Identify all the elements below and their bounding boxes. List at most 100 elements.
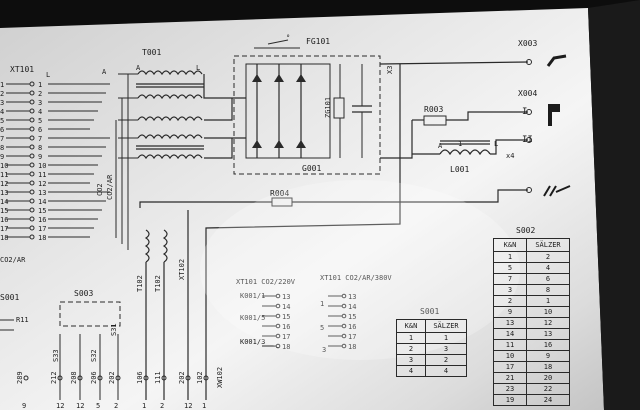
co2-terminal [341,323,347,329]
table-cell: 9 [493,306,527,318]
co2-terminal [275,343,281,349]
table-cell: 3 [425,343,467,355]
svg-text:A: A [136,64,141,72]
xt101-terminal-number: 1 [38,81,42,89]
svg-text:S31: S31 [110,323,118,336]
xt101-terminal [29,135,35,141]
xt101-terminal [29,162,35,168]
svg-text:R11: R11 [16,316,29,324]
table-cell: 2 [526,251,570,263]
bottom-terminal [161,375,167,381]
co2-terminal-groups: XT101 CO2/220V XT101 CO2/AR/380V K001/1 … [236,274,392,354]
xt101-terminal-number: 15 [38,207,46,215]
table-cell: 2 [493,295,527,307]
table-cell: 3 [396,354,426,366]
bottom-pin-number: 12 [76,402,84,410]
paper-sheet [0,8,604,410]
xt101-terminal-number: 7 [38,135,42,143]
table-cell: 2 [396,343,426,355]
bottom-wire-number: 206 [90,371,98,384]
xt101-terminal [29,144,35,150]
svg-text:CO2: CO2 [96,183,104,196]
table-cell: 17 [493,361,527,373]
xt101-left-number: 5 [0,117,4,125]
bottom-terminal [203,375,209,381]
bottom-wire-number: 212 [50,371,58,384]
xt101-terminal-number: 6 [38,126,42,134]
table-cell: 10 [493,350,527,362]
xt101-leads [115,73,138,250]
co2-terminal [275,313,281,319]
xt101-terminal [29,126,35,132]
s001-table-title: S001 [420,307,439,316]
xt101-block: XT101 L A [10,65,107,79]
xt101-terminal-number: 14 [38,198,46,206]
r003-label: R003 [424,105,443,114]
bottom-pin-number: 1 [142,402,146,410]
xt101-left-number: 7 [0,135,4,143]
xt101-terminal-number: 11 [38,171,46,179]
xt101-left-number: 2 [0,90,4,98]
switches-lower-left: S001 S003 R11 S33 S32 S31 [0,289,121,400]
svg-text:S001: S001 [0,293,19,302]
bottom-pin-number: 2 [160,402,164,410]
terminal-ii: II [522,135,533,145]
zg101-label: ZG101 [324,97,332,118]
xt101-terminal [29,180,35,186]
xt101-left-number: 1 [0,81,4,89]
xt101-left-number: 4 [0,108,4,116]
table-cell: 1 [396,332,426,344]
co2-terminal-number: 17 [282,333,290,341]
xt101-terminal [29,81,35,87]
l001-label: L001 [450,165,469,174]
xt101-left-number: 14 [0,198,8,206]
xt101-left-number: 18 [0,234,8,242]
table-cell: 13 [493,317,527,329]
bottom-pin-number: 12 [56,402,64,410]
xt101-terminal-number: 5 [38,117,42,125]
bottom-terminal [57,375,63,381]
s002-header-salzer: SÄLZER [526,238,570,252]
xt101-terminal-number: 8 [38,144,42,152]
bottom-wire-number: 289 [16,371,24,384]
xt101-co2-ar-380-label: XT101 CO2/AR/380V [320,274,392,282]
table-cell: 18 [526,361,570,373]
svg-text:°: ° [286,34,290,42]
table-cell: 12 [526,317,570,329]
table-cell: 9 [526,350,570,362]
table-cell: 6 [526,273,570,285]
bottom-wire-number: 208 [70,371,78,384]
diode-bridge [252,64,306,158]
bottom-wire-number: 202 [108,371,116,384]
table-cell: 2 [425,354,467,366]
table-cell: 21 [493,372,527,384]
svg-text:S32: S32 [90,349,98,362]
svg-text:K001/5: K001/5 [240,314,265,322]
bottom-pin-number: 12 [184,402,192,410]
table-cell: 4 [425,365,467,377]
table-cell: 24 [526,394,570,406]
co2-terminal [341,303,347,309]
table-cell: 3 [493,284,527,296]
xt101-terminal-number: 16 [38,216,46,224]
co2-terminal [275,293,281,299]
xt101-terminal [29,207,35,213]
g001-label: G001 [302,164,321,173]
svg-text:CO2/AR: CO2/AR [0,256,26,264]
xt101-left-number: 10 [0,162,8,170]
co2-terminal [341,343,347,349]
table-cell: 10 [526,306,570,318]
svg-text:5: 5 [320,324,324,332]
svg-text:CO2/AR: CO2/AR [106,174,114,200]
r004-label: R004 [270,189,289,198]
